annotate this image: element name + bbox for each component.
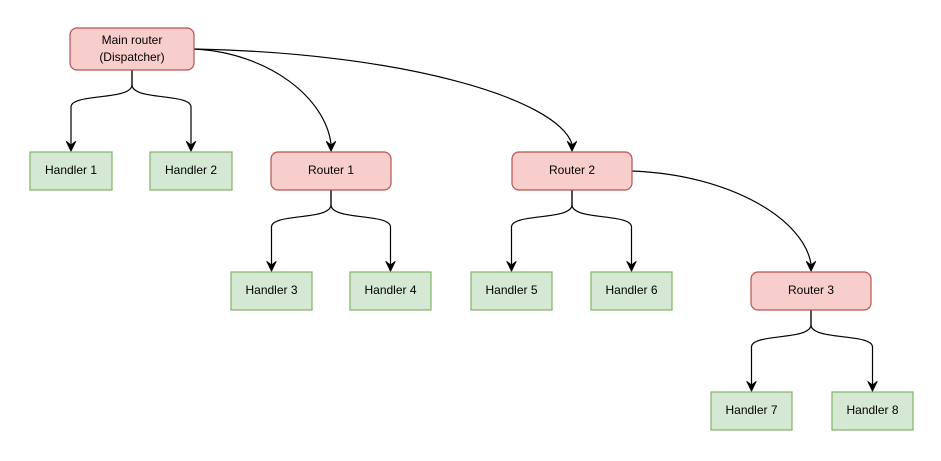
arrowhead-icon [266,261,277,272]
node-handler-2[interactable]: Handler 2 [149,151,233,191]
edge-router-2-to-handler-5[interactable] [506,189,573,272]
edge-router-3-to-handler-8[interactable] [810,309,878,392]
edge-router-2-to-handler-6[interactable] [571,189,637,272]
node-layer: Main router(Dispatcher) Handler 1 Handler … [29,27,914,431]
node-handler-5[interactable]: Handler 5 [470,271,553,311]
node-main-router[interactable]: Main router(Dispatcher) [69,27,195,71]
node-handler-7[interactable]: Handler 7 [710,391,793,431]
node-shape-router-3 [750,271,872,311]
node-shape-router-1 [270,151,392,191]
node-handler-4[interactable]: Handler 4 [349,271,432,311]
arrowhead-icon [185,141,197,152]
node-shape-handler-4 [349,271,432,311]
edge-main-to-router-1[interactable] [193,48,337,152]
edge-layer [65,48,878,392]
arrowhead-icon [506,261,517,272]
node-handler-6[interactable]: Handler 6 [590,271,673,311]
node-handler-3[interactable]: Handler 3 [230,271,313,311]
edge-router-1-to-handler-4[interactable] [330,189,396,272]
node-shape-handler-6 [590,271,673,311]
node-handler-8[interactable]: Handler 8 [831,391,914,431]
arrowhead-icon [626,261,637,272]
arrowhead-icon [805,261,817,272]
arrowhead-icon [867,381,878,392]
arrowhead-icon [325,141,337,152]
node-shape-handler-2 [149,151,233,191]
node-handler-1[interactable]: Handler 1 [29,151,113,191]
node-router-1[interactable]: Router 1 [270,151,392,191]
node-shape-handler-7 [710,391,793,431]
node-shape-handler-5 [470,271,553,311]
arrowhead-icon [385,261,396,272]
edge-router-1-to-handler-3[interactable] [266,189,332,272]
node-shape-handler-1 [29,151,113,191]
node-shape-handler-3 [230,271,313,311]
node-shape-router-2 [511,151,633,191]
node-router-2[interactable]: Router 2 [511,151,633,191]
edge-main-to-handler-1[interactable] [65,69,133,152]
node-router-3[interactable]: Router 3 [750,271,872,311]
edge-router-2-to-router-3[interactable] [631,170,817,272]
node-shape-main-router [69,27,195,71]
edge-router-3-to-handler-7[interactable] [746,309,812,392]
arrowhead-icon [566,141,578,152]
node-shape-handler-8 [831,391,914,431]
edge-main-to-handler-2[interactable] [131,69,197,152]
edge-main-to-router-2[interactable] [193,48,578,152]
arrowhead-icon [746,381,757,392]
arrowhead-icon [65,141,77,152]
